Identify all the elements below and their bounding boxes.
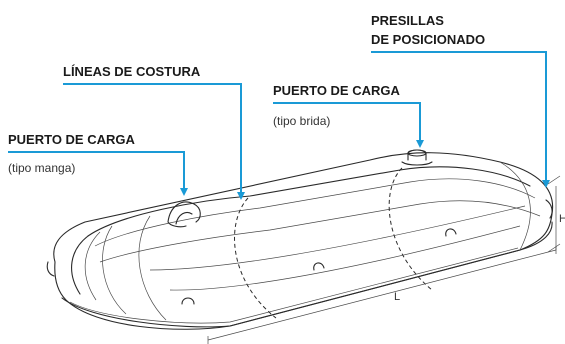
puerto-brida-title: PUERTO DE CARGA — [273, 83, 400, 98]
handle-front — [181, 297, 195, 305]
lineas-costura-label: LÍNEAS DE COSTURA — [63, 64, 201, 79]
callout-presillas: PRESILLAS DE POSICIONADO — [371, 13, 550, 188]
handle-middle — [313, 262, 325, 271]
tank-outline — [53, 152, 554, 330]
seam-line-right — [388, 167, 433, 291]
puerto-manga-subtitle: (tipo manga) — [8, 161, 75, 175]
handle-rear — [445, 228, 457, 237]
callout-puerto-manga: PUERTO DE CARGA (tipo manga) — [8, 132, 188, 196]
tank-base — [61, 221, 553, 328]
puerto-manga-leader — [8, 151, 188, 196]
callout-puerto-brida: PUERTO DE CARGA (tipo brida) — [273, 83, 424, 148]
seam-line-left — [234, 197, 277, 319]
tank-top-ridge — [87, 166, 531, 237]
dimension-length: L — [207, 246, 557, 344]
callout-lineas-costura: LÍNEAS DE COSTURA — [63, 64, 245, 200]
presillas-label-line1: PRESILLAS — [371, 13, 444, 28]
puerto-brida-subtitle: (tipo brida) — [273, 114, 330, 128]
positioning-loop-right — [545, 199, 553, 219]
positioning-loop-left — [46, 261, 55, 277]
dimension-length-label: L — [394, 291, 400, 303]
flange-loading-port — [401, 149, 433, 166]
sleeve-loading-port — [167, 201, 201, 228]
lineas-costura-leader — [63, 83, 245, 200]
presillas-leader — [371, 51, 550, 188]
presillas-label-line2: DE POSICIONADO — [371, 32, 485, 47]
puerto-brida-underline — [273, 102, 424, 148]
puerto-manga-title: PUERTO DE CARGA — [8, 132, 135, 147]
dimension-height-label: H — [559, 213, 565, 225]
dimension-height: H — [547, 175, 565, 253]
flexible-tank — [46, 149, 554, 330]
